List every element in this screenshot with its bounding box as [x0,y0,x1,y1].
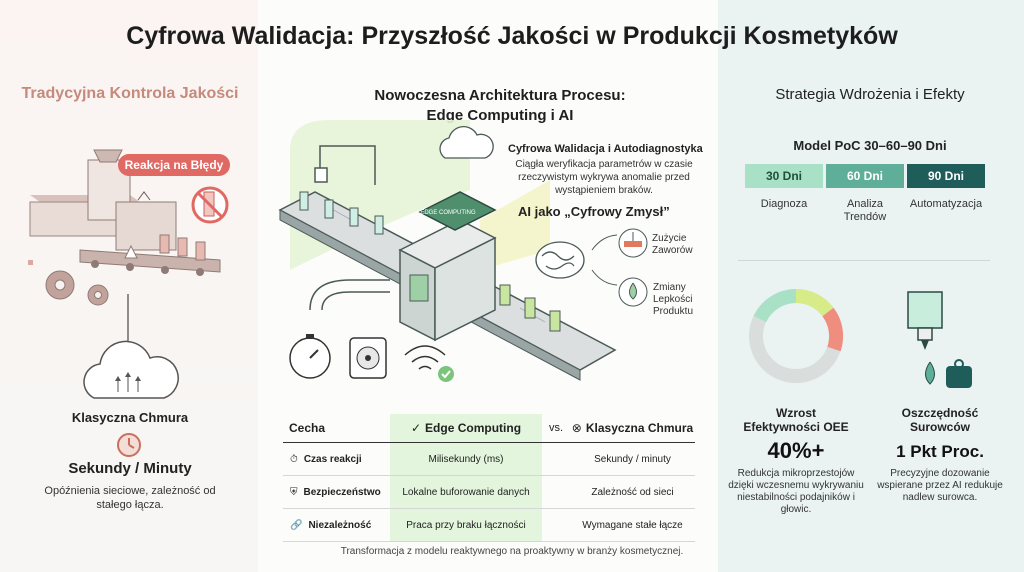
oee-gauge-icon [749,289,844,383]
strategy-title: Strategia Wdrożenia i Efekty [775,86,965,103]
valve-icon [618,228,648,258]
phase-60-label: 60 Dni [846,169,883,183]
autodiagnostics-description: Ciągła weryfikacja parametrów w czasie r… [515,159,693,196]
timer-icon: ⏱ [290,453,298,465]
classic-cloud-label: Klasyczna Chmura [71,410,189,425]
savings-heading: Oszczędność Surowców [901,406,979,434]
traditional-panel [0,0,258,572]
savings-description: Precyzyjne dozowanie wspierane przez AI … [877,468,1003,503]
dosing-icon [907,291,972,388]
valve-wear-label: Zużycie Zaworów [652,233,693,256]
header-edge: ✓Edge Computing [390,414,542,443]
oee-value: 40%+ [767,438,825,463]
row-edge-value: Milisekundy (ms) [390,442,542,476]
row-spacer [542,442,570,476]
table-row: ⏱ Czas reakcji Milisekundy (ms) Sekundy /… [283,442,695,476]
table-row: 🔗 Niezależność Praca przy braku łączności… [283,508,695,542]
phase-30-label: 30 Dni [765,169,802,183]
row-label-cell: ⛨ Bezpieczeństwo [283,475,390,509]
phase-90-label: 90 Dni [927,169,964,183]
oee-description: Redukcja mikroprzestojów dzięki wczesnem… [728,468,864,515]
edge-process-illustration: EDGE COMPUTING [278,120,648,382]
row-edge-value: Praca przy braku łączności [390,508,542,542]
page-title: Cyfrowa Walidacja: Przyszłość Jakości w … [126,22,898,50]
chip-label: EDGE COMPUTING [420,210,476,216]
architecture-title-line2: Edge Computing i AI [426,107,574,124]
wifi-check-icon [404,345,454,382]
comparison-header-row: Cecha ✓Edge Computing vs. ⊗Klasyczna Chm… [283,414,695,443]
cloud-icon [83,340,179,399]
row-label-cell: 🔗 Niezależność [283,508,390,542]
autodiagnostics-title: Cyfrowa Walidacja i Autodiagnostyka [508,143,703,155]
shield-icon: ⛨ [290,486,298,498]
ai-digital-sense-label: AI jako „Cyfrowy Zmysł” [518,204,670,219]
architecture-title: Nowoczesna Architektura Procesu: Edge Co… [300,86,700,126]
row-cloud-value: Sekundy / minuty [570,442,695,476]
oee-heading: Wzrost Efektywności OEE [743,406,849,434]
row-label-cell: ⏱ Czas reakcji [283,442,390,476]
cloud-latency: Sekundy / Minuty [68,460,192,477]
header-cloud-label: Klasyczna Chmura [585,421,694,435]
gears-icon [45,270,109,306]
traditional-title: Tradycyjna Kontrola Jakości [21,85,239,102]
header-edge-label: Edge Computing [425,421,522,435]
edge-cloud-icon [439,126,494,159]
factory-line-icon [29,149,221,276]
phase-60-box: 60 Dni [826,164,904,188]
phase-90-box: 90 Dni [907,164,985,188]
phase-60-desc: Analiza Trendów [843,198,887,223]
row-spacer [542,508,570,542]
row-label: Czas reakcji [303,453,362,465]
comparison-table: Cecha ✓Edge Computing vs. ⊗Klasyczna Chm… [283,414,695,542]
hard-drive-icon [349,337,387,379]
savings-value: 1 Pkt Proc. [896,442,984,461]
no-bottle-icon [191,186,229,224]
row-edge-value: Lokalne buforowanie danych [390,475,542,509]
factory-line-illustration [28,149,229,306]
cloud-description: Opóźnienia sieciowe, zależność od stałeg… [44,485,216,511]
phase-30-box: 30 Dni [745,164,823,188]
viscosity-change-label: Zmiany Lepkości Produktu [653,282,694,317]
edge-unit-icon [398,219,497,342]
row-spacer [542,475,570,509]
row-cloud-value: Zależność od sieci [570,475,695,509]
table-row: ⛨ Bezpieczeństwo Lokalne buforowanie dany… [283,475,695,509]
footer-caption: Transformacja z modelu reaktywnego na pr… [340,546,684,557]
poc-model-title: Model PoC 30–60–90 Dni [793,138,947,153]
chip-icon: EDGE COMPUTING [418,191,497,231]
row-cloud-value: Wymagane stałe łącze [570,508,695,542]
header-vs: vs. [542,414,570,443]
nozzle-icon [314,145,376,185]
row-label: Niezależność [308,519,372,531]
row-label: Bezpieczeństwo [303,486,381,498]
cloud-illustration [83,294,179,399]
error-reaction-badge: Reakcja na Błędy [118,154,230,176]
architecture-title-line1: Nowoczesna Architektura Procesu: [374,87,626,104]
brain-icon [535,241,585,279]
strategy-divider [738,260,990,261]
stopwatch-icon [289,334,331,379]
header-cloud: ⊗Klasyczna Chmura [570,414,695,443]
x-circle-icon: ⊗ [571,421,582,435]
link-icon: 🔗 [290,519,303,531]
header-feature: Cecha [283,414,390,443]
droplet-icon [618,277,648,307]
pipe-icon [309,279,390,311]
clock-icon [117,433,141,457]
strategy-panel [718,0,1024,572]
phase-30-desc: Diagnoza [760,198,808,210]
phase-90-desc: Automatyzacja [909,198,983,210]
check-circle-icon: ✓ [410,421,422,435]
